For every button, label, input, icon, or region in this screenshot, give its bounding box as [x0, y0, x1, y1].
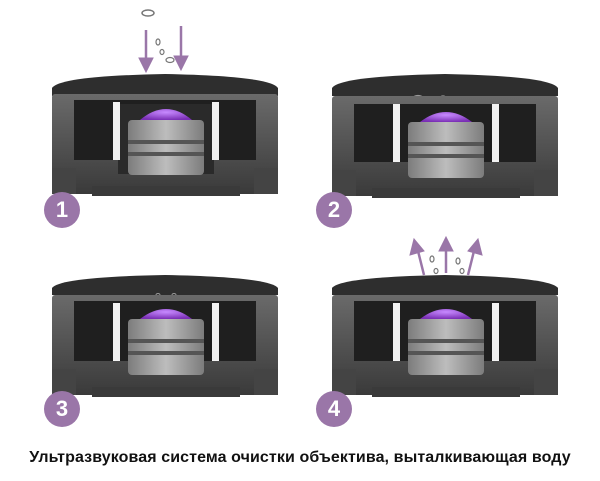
- step-4-panel: 4: [300, 215, 600, 430]
- step-2-panel: 2: [300, 0, 600, 228]
- step-number-badge: 1: [44, 192, 80, 228]
- up-arrows: [409, 235, 483, 276]
- down-arrows: [138, 26, 189, 74]
- step-number-badge: 3: [44, 391, 80, 427]
- step-number-badge: 4: [316, 391, 352, 427]
- step-number-badge: 2: [316, 192, 352, 228]
- ejected-droplets: [429, 255, 465, 275]
- step-3-panel: 3: [0, 215, 300, 430]
- step-1-panel: 1: [0, 0, 300, 228]
- lens-cross-section-diagram: [332, 74, 558, 198]
- falling-droplets: [141, 9, 175, 64]
- lens-cross-section-diagram: [52, 275, 278, 397]
- lens-cross-section-diagram: [332, 235, 558, 397]
- diagram-caption: Ультразвуковая система очистки объектива…: [29, 449, 571, 466]
- lens-cross-section-diagram: [52, 9, 278, 196]
